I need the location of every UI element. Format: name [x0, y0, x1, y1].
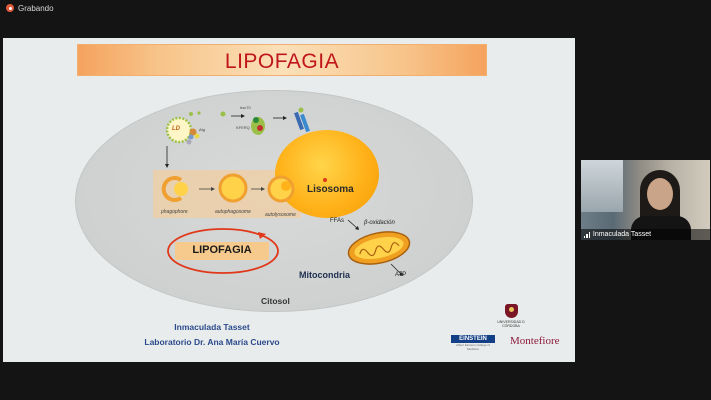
autophagy-stages — [161, 146, 295, 203]
kferq-label: KFERQ — [236, 125, 250, 130]
einstein-text: EINSTEIN — [451, 335, 495, 343]
stage-phagophore: phagophore — [161, 209, 188, 215]
university-logo: UNIVERSIDAD D CÓRDOBA — [493, 304, 529, 328]
lysosome-label: Lisosoma — [307, 184, 354, 195]
mitochondria-diagram — [347, 219, 411, 276]
lysosome-core — [323, 178, 327, 182]
university-text: UNIVERSIDAD D CÓRDOBA — [497, 320, 525, 328]
lipofagia-box: LIPOFAGIA — [175, 242, 269, 260]
einstein-logo: EINSTEIN Albert Einstein College of Medi… — [451, 335, 495, 351]
citosol-label: Citosol — [261, 296, 290, 306]
lipid-droplet-diagram — [165, 111, 201, 145]
author-lab: Laboratorio Dr. Ana María Cuervo — [144, 337, 280, 347]
chaperone-diagram — [220, 107, 310, 135]
participant-name-bar: Inmaculada Tasset — [581, 229, 710, 240]
author-name: Inmaculada Tasset — [174, 322, 250, 332]
participant-name: Inmaculada Tasset — [592, 231, 652, 238]
university-crest-icon — [504, 304, 518, 318]
lipofagia-cycle-ring — [167, 228, 279, 274]
beta-oxidation-label: β-oxidación — [364, 220, 395, 226]
montefiore-logo: Montefiore — [510, 335, 560, 347]
shared-slide: LIPOFAGIA LD Atg hsc70 KFERQ Lisosoma — [3, 38, 575, 362]
background-window — [581, 160, 623, 212]
lysosome — [275, 130, 379, 218]
recording-label: Grabando — [18, 3, 54, 13]
mitochondria-label: Mitocondria — [299, 270, 350, 280]
ld-label: LD — [172, 126, 180, 132]
ffas-label: FFAs — [330, 218, 345, 224]
atg-label: Atg — [199, 127, 206, 132]
slide-title-bar: LIPOFAGIA — [77, 44, 487, 76]
signal-strength-icon — [584, 231, 590, 238]
recording-indicator: Grabando — [6, 2, 54, 14]
participant-video-tile[interactable]: Inmaculada Tasset — [581, 160, 710, 240]
hsc70-label: hsc70 — [240, 105, 251, 110]
lipofagia-label: LIPOFAGIA — [192, 244, 252, 256]
recording-icon — [6, 4, 14, 12]
einstein-subtext: Albert Einstein College of Medicine — [456, 343, 490, 351]
participant-face — [647, 178, 673, 210]
slide-title: LIPOFAGIA — [224, 50, 340, 73]
stage-autophagosome: autophagosome — [215, 209, 251, 215]
atp-label: ATP — [395, 272, 407, 278]
stage-autolysosome: autolysosome — [265, 212, 296, 218]
